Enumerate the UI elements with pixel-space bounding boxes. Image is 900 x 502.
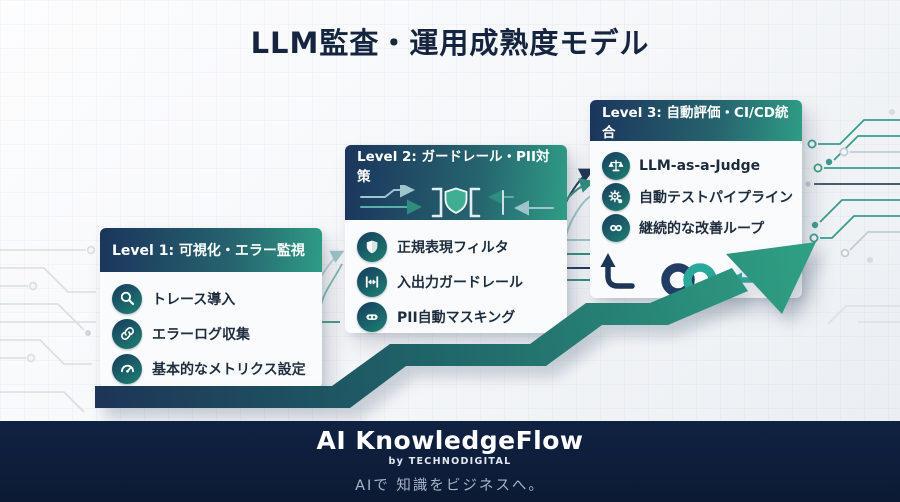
item-label: 自動テストパイプライン: [639, 189, 793, 206]
level-3-items: LLM-as-a-Judge 自動テストパイプライン 継続的な改善ループ: [590, 141, 802, 243]
item-label: 基本的なメトリクス設定: [152, 361, 306, 378]
infinity-icon: [602, 213, 630, 242]
right-circuit-traces: [805, 109, 900, 325]
level-2-card: Level 2: ガードレール・PII対策 正規表現: [345, 145, 567, 333]
level-3-card: Level 3: 自動評価・CI/CD統合 LLM-as-a-Judge 自動テ…: [590, 100, 802, 298]
list-item: 基本的なメトリクス設定: [112, 351, 310, 386]
list-item: PII自動マスキング: [357, 299, 555, 334]
brand-tagline: AIで 知識をビジネスへ。: [355, 478, 545, 495]
gear-icon: [602, 182, 630, 211]
level-1-items: トレース導入 エラーログ収集 基本的なメトリクス設定: [100, 272, 322, 386]
gauge-icon: [112, 353, 142, 384]
growth-arrow-shaft: [95, 268, 748, 408]
level-2-header-band: Level 2: ガードレール・PII対策: [345, 145, 567, 220]
shield-icon: [357, 231, 387, 262]
level-3-header: Level 3: 自動評価・CI/CD統合: [590, 100, 802, 141]
search-icon: [112, 283, 142, 314]
list-item: エラーログ収集: [112, 316, 310, 351]
level-1-header: Level 1: 可視化・エラー監視: [100, 228, 322, 272]
link-icon: [112, 318, 142, 349]
scale-icon: [602, 151, 630, 180]
io-guardrail-icon: [357, 266, 387, 297]
brand-logo: AI KnowledgeFlow: [316, 425, 584, 455]
item-label: 正規表現フィルタ: [397, 239, 509, 256]
list-item: 自動テストパイプライン: [602, 181, 793, 212]
list-item: 継続的な改善ループ: [602, 212, 790, 243]
item-label: エラーログ収集: [152, 326, 250, 343]
list-item: トレース導入: [112, 281, 310, 316]
left-circuit-traces: [0, 245, 96, 413]
list-item: LLM-as-a-Judge: [602, 150, 790, 181]
list-item: 入出力ガードレール: [357, 264, 555, 299]
level-1-card: Level 1: 可視化・エラー監視 トレース導入 エラーログ収集 基本的なメト…: [100, 228, 322, 388]
guardrail-graphic: [360, 185, 554, 218]
item-label: トレース導入: [152, 291, 236, 308]
brand-byline: by TECHNODIGITAL: [388, 456, 512, 468]
growth-arrow-head: [726, 242, 816, 314]
level-2-header: Level 2: ガードレール・PII対策: [357, 149, 550, 185]
mask-icon: [357, 301, 387, 332]
level-2-items: 正規表現フィルタ 入出力ガードレール PII自動マスキング: [345, 220, 567, 334]
page-title: LLM監査・運用成熟度モデル: [250, 26, 650, 60]
item-label: 入出力ガードレール: [397, 274, 523, 291]
item-label: 継続的な改善ループ: [639, 220, 765, 237]
footer: AI KnowledgeFlow by TECHNODIGITAL AIで 知識…: [0, 421, 900, 502]
list-item: 正規表現フィルタ: [357, 229, 555, 264]
item-label: LLM-as-a-Judge: [639, 157, 761, 174]
item-label: PII自動マスキング: [397, 309, 516, 326]
